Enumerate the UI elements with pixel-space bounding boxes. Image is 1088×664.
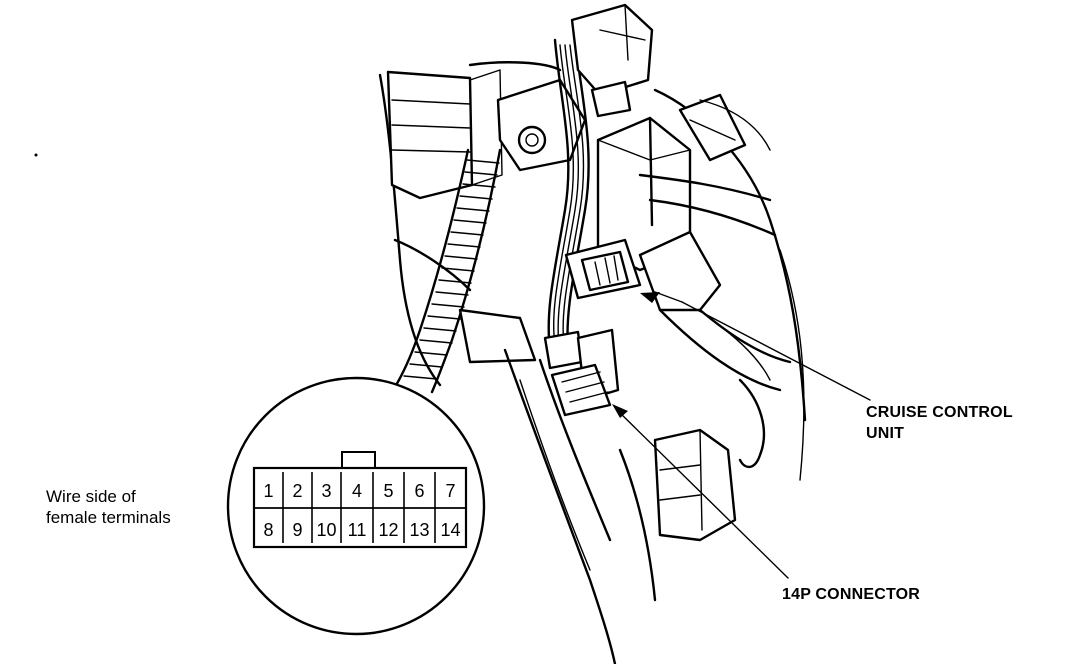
pin-label: 4 (352, 481, 362, 501)
stray-dot (34, 153, 38, 157)
wire-side-label-line2: female terminals (46, 508, 171, 527)
cruise-control-unit-label: CRUISE CONTROL (866, 404, 1013, 421)
pin-label: 7 (445, 481, 455, 501)
leader-lines (612, 291, 871, 579)
pin-label: 11 (348, 520, 367, 540)
pin-label: 3 (321, 481, 331, 501)
pin-label: 14 (440, 520, 460, 540)
pin-label: 13 (409, 520, 429, 540)
connector-label: 14P CONNECTOR (782, 586, 920, 603)
pin-label: 10 (316, 520, 336, 540)
pin-label: 9 (292, 520, 302, 540)
pin-label: 6 (414, 481, 424, 501)
wire-side-label: Wire side of (46, 487, 136, 506)
pin-label: 2 (292, 481, 302, 501)
pin-label: 12 (378, 520, 398, 540)
engine-bay-illustration (378, 3, 807, 664)
pin-label: 8 (263, 520, 273, 540)
pin-label: 5 (383, 481, 393, 501)
pin-label: 1 (263, 481, 273, 501)
cruise-control-unit-label-line2: UNIT (866, 425, 904, 442)
